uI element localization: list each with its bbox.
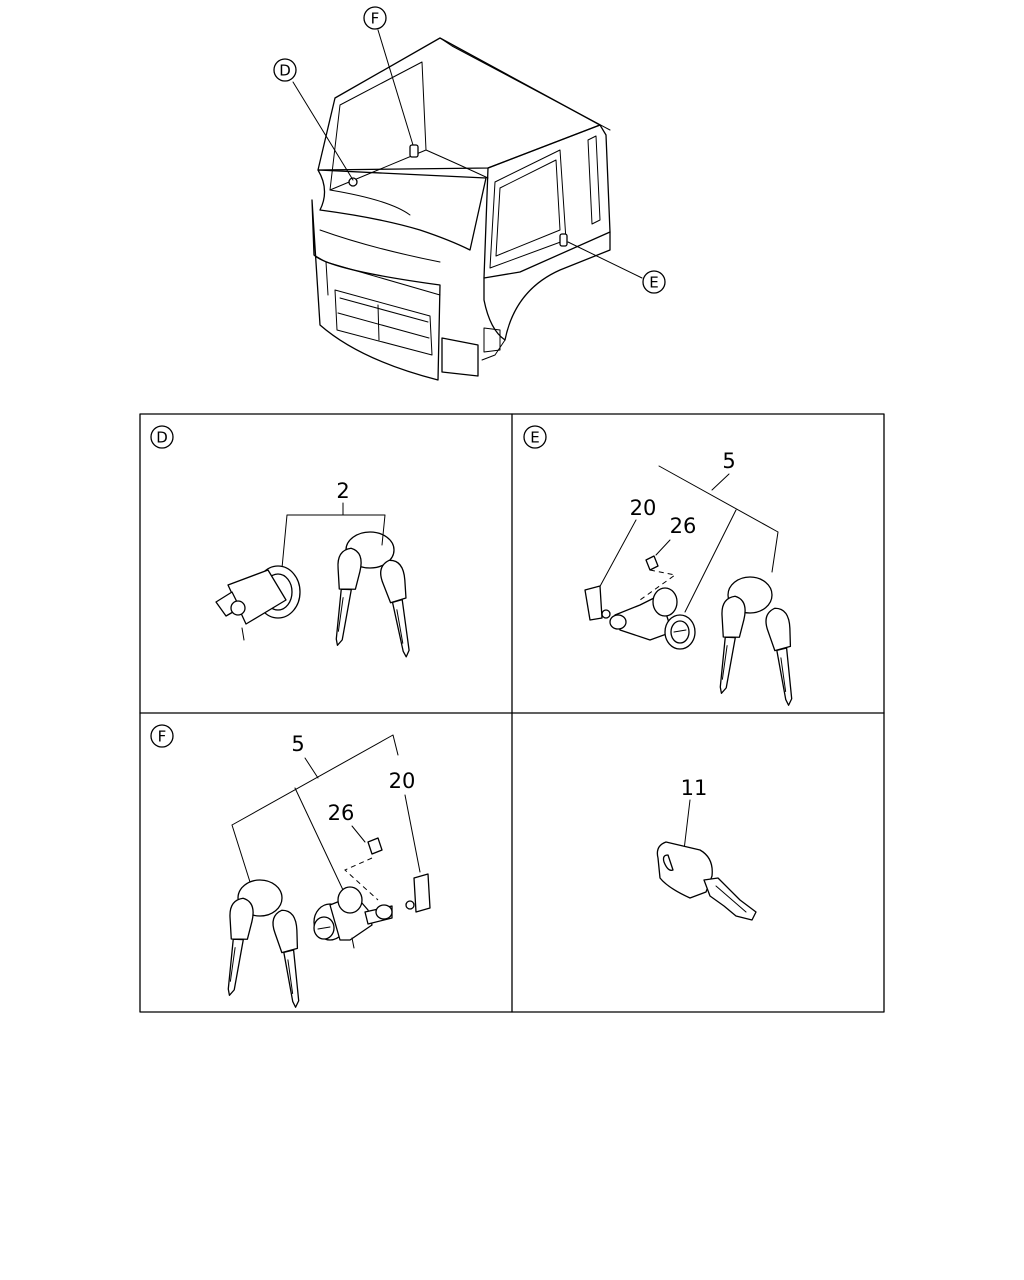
panel-e: E 5 20 26 bbox=[523, 425, 802, 708]
panel-f-label: F bbox=[150, 724, 174, 748]
part-number-26: 26 bbox=[670, 514, 697, 538]
lock-assembly-f bbox=[313, 837, 431, 949]
part-number-5: 5 bbox=[291, 732, 304, 756]
svg-text:D: D bbox=[279, 62, 291, 80]
part-number-2: 2 bbox=[336, 479, 349, 503]
callout-f-overview: F bbox=[363, 6, 387, 30]
part-number-5: 5 bbox=[722, 449, 735, 473]
svg-text:F: F bbox=[158, 728, 167, 746]
panel-grid bbox=[139, 413, 885, 1013]
key-set-f bbox=[217, 879, 309, 1010]
panel-d-label: D bbox=[150, 425, 174, 449]
svg-text:E: E bbox=[530, 429, 539, 447]
panel-e-label: E bbox=[523, 425, 547, 449]
panel-key: 11 bbox=[656, 776, 757, 921]
part-number-11: 11 bbox=[681, 776, 708, 800]
panel-d: D 2 bbox=[150, 425, 419, 660]
panel-f: F 5 26 20 bbox=[150, 724, 431, 1010]
part-number-20: 20 bbox=[389, 769, 416, 793]
spare-key bbox=[656, 841, 757, 921]
callout-d-overview: D bbox=[273, 58, 297, 82]
key-set-e bbox=[709, 576, 802, 708]
lock-assembly-e bbox=[584, 555, 696, 650]
truck-cab-illustration: D F E bbox=[273, 6, 666, 381]
svg-text:D: D bbox=[156, 429, 168, 447]
part-number-20: 20 bbox=[630, 496, 657, 520]
key-set-d bbox=[325, 531, 419, 660]
callout-e-overview: E bbox=[642, 270, 666, 294]
part-number-26: 26 bbox=[328, 801, 355, 825]
svg-text:F: F bbox=[371, 10, 380, 28]
svg-text:E: E bbox=[649, 274, 658, 292]
lock-cylinder-d bbox=[215, 565, 301, 641]
